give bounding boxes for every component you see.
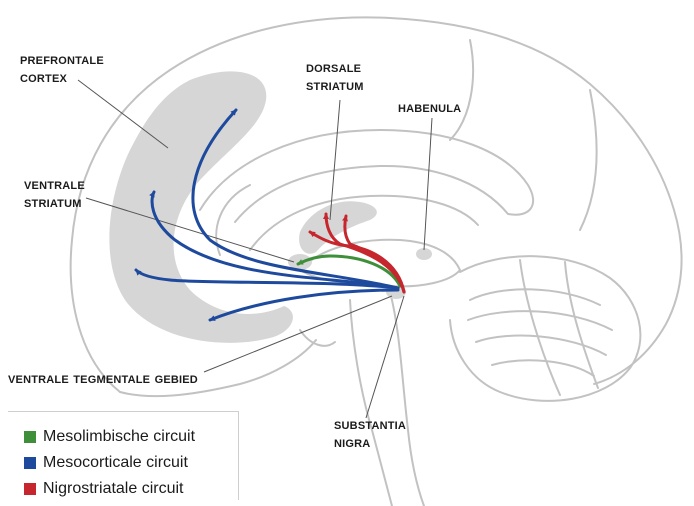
legend-item-mesocortical: Mesocorticale circuit: [24, 452, 188, 474]
label-dorsal-line2: Striatum: [306, 77, 364, 95]
label-dorsal-line1: Dorsale: [306, 59, 364, 77]
cerebellum: [450, 256, 640, 401]
pituitary: [300, 330, 335, 346]
leader-habenula: [424, 118, 432, 250]
legend-label-nigrostriatal: Nigrostriatale circuit: [43, 480, 183, 498]
label-dorsal-striatum: Dorsale Striatum: [306, 59, 364, 95]
legend-label-mesocortical: Mesocorticale circuit: [43, 454, 188, 472]
label-prefrontal-line1: Prefrontale: [20, 51, 104, 69]
label-ventral-striatum-line2: Striatum: [24, 194, 85, 212]
label-ventral-striatum: Ventrale Striatum: [24, 176, 85, 212]
label-vta: Ventrale Tegmentale Gebied: [8, 370, 198, 388]
occipital-sulcus: [580, 90, 597, 230]
label-substantia-nigra: Substantia Nigra: [334, 416, 406, 452]
label-habenula-text: Habenula: [398, 99, 461, 117]
legend-label-mesolimbic: Mesolimbische circuit: [43, 428, 195, 446]
dorsal-striatum-region: [299, 201, 377, 254]
legend-swatch-mesolimbic: [24, 431, 36, 443]
legend: Mesolimbische circuit Mesocorticale circ…: [8, 411, 239, 500]
leader-substantia: [366, 296, 404, 418]
legend-swatch-nigrostriatal: [24, 483, 36, 495]
leader-dorsal: [330, 100, 340, 220]
inner-gyrus: [216, 185, 250, 255]
parietal-sulcus: [450, 40, 473, 140]
label-vta-text: Ventrale Tegmentale Gebied: [8, 370, 198, 388]
label-prefrontal-cortex: Prefrontale cortex: [20, 51, 104, 87]
label-substantia-line2: Nigra: [334, 434, 406, 452]
legend-swatch-mesocortical: [24, 457, 36, 469]
legend-item-nigrostriatal: Nigrostriatale circuit: [24, 478, 183, 500]
label-ventral-striatum-line1: Ventrale: [24, 176, 85, 194]
label-prefrontal-line2: cortex: [20, 69, 104, 87]
label-substantia-line1: Substantia: [334, 416, 406, 434]
label-habenula: Habenula: [398, 99, 461, 117]
legend-item-mesolimbic: Mesolimbische circuit: [24, 426, 195, 448]
cerebellum-folia: [468, 260, 612, 395]
